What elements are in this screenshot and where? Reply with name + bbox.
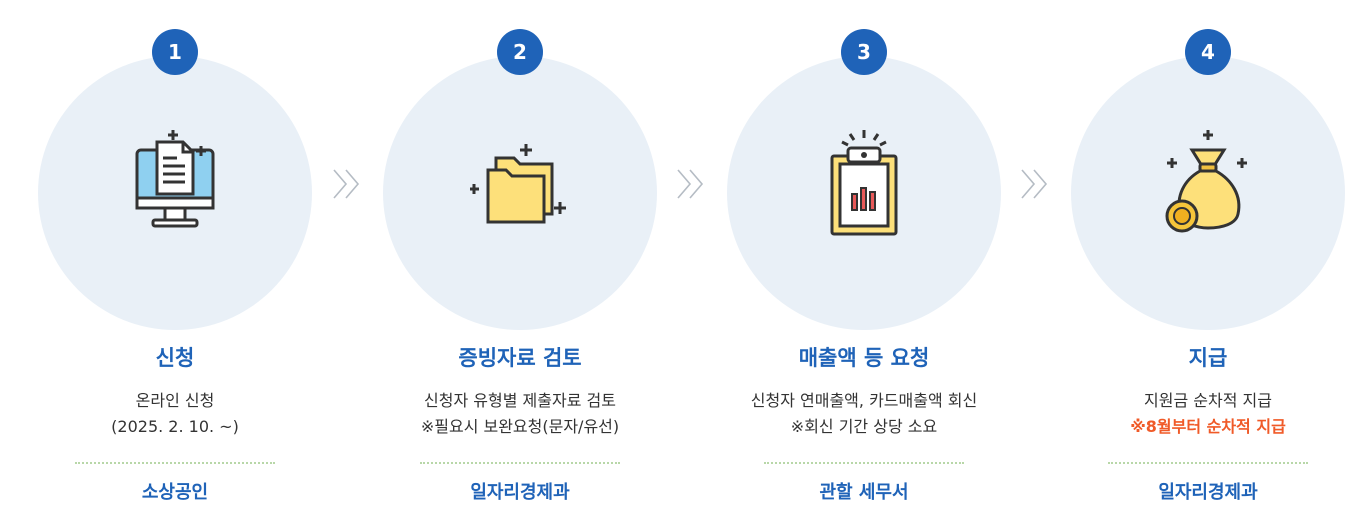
divider — [420, 462, 620, 464]
divider — [75, 462, 275, 464]
folder-icon — [469, 128, 570, 238]
step-description: 온라인 신청 (2025. 2. 10. ~) — [25, 388, 325, 440]
description-line: (2025. 2. 10. ~) — [111, 417, 239, 436]
step-description: 신청자 연매출액, 카드매출액 회신 ※회신 기간 상당 소요 — [714, 388, 1014, 440]
step-number-badge: 4 — [1185, 29, 1231, 75]
step-title: 신청 — [155, 346, 195, 370]
step-payment: 4 지급 지원금 순차적 지급 ※8월부터 순차적 지급 일자리경제과 — [1058, 0, 1358, 517]
description-line: ※필요시 보완요청(문자/유선) — [420, 417, 620, 436]
step-owner: 관할 세무서 — [819, 482, 909, 503]
double-chevron-right-icon — [328, 166, 364, 202]
highlight-note: ※8월부터 순차적 지급 — [1130, 417, 1286, 436]
description-line: 온라인 신청 — [135, 391, 215, 410]
step-description: 신청자 유형별 제출자료 검토 ※필요시 보완요청(문자/유선) — [370, 388, 670, 440]
step-number-badge: 2 — [497, 29, 543, 75]
step-owner: 소상공인 — [141, 482, 209, 503]
step-owner: 일자리경제과 — [1158, 482, 1258, 503]
step-revenue-request: 3 매출액 등 요청 신청자 연매출액, 카드매출액 회신 ※회신 기간 상당 … — [714, 0, 1014, 517]
step-apply: 1 신청 온라인 신청 (2025. 2. 10. ~) 소상공인 — [25, 0, 325, 517]
step-number-badge: 1 — [152, 29, 198, 75]
description-line: 신청자 유형별 제출자료 검토 — [424, 391, 616, 410]
step-title: 매출액 등 요청 — [798, 346, 930, 370]
description-line: 신청자 연매출액, 카드매출액 회신 — [750, 391, 978, 410]
step-title: 증빙자료 검토 — [458, 346, 582, 370]
description-line: ※회신 기간 상당 소요 — [790, 417, 938, 436]
step-number-badge: 3 — [841, 29, 887, 75]
double-chevron-right-icon — [1016, 166, 1052, 202]
divider — [1108, 462, 1308, 464]
step-document-review: 2 증빙자료 검토 신청자 유형별 제출자료 검토 ※필요시 보완요청(문자/유… — [370, 0, 670, 517]
description-line: 지원금 순차적 지급 — [1144, 391, 1272, 410]
step-description: 지원금 순차적 지급 ※8월부터 순차적 지급 — [1058, 388, 1358, 440]
monitor-document-icon — [125, 128, 225, 238]
divider — [764, 462, 964, 464]
step-title: 지급 — [1188, 346, 1228, 370]
money-bag-icon — [1158, 128, 1258, 238]
clipboard-chart-icon — [814, 128, 914, 238]
step-owner: 일자리경제과 — [470, 482, 570, 503]
double-chevron-right-icon — [672, 166, 708, 202]
